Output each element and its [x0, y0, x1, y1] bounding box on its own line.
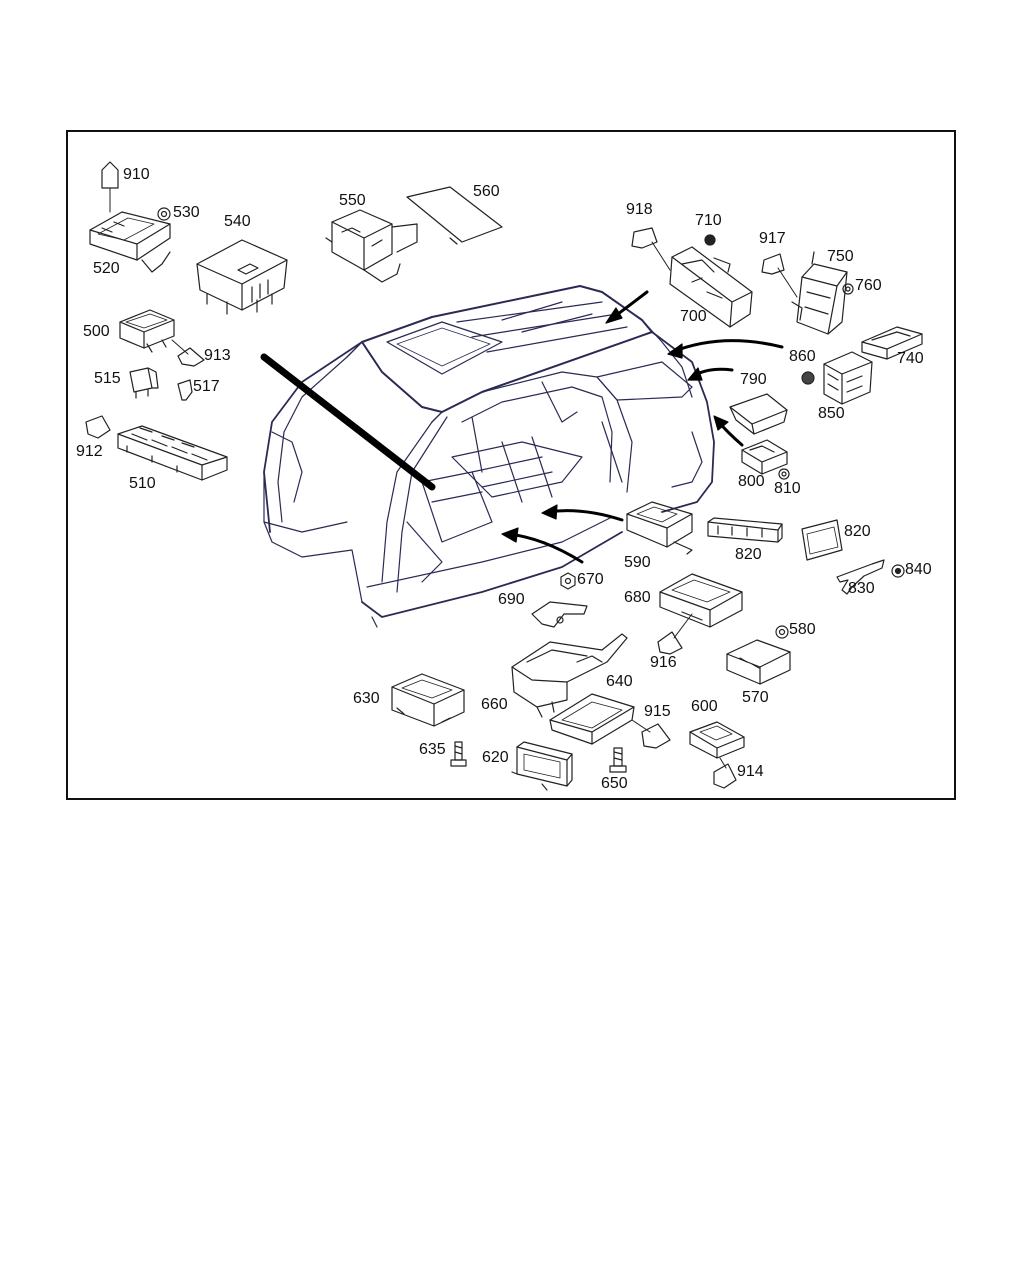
callout-790: 790 [740, 371, 767, 388]
callout-690: 690 [498, 591, 525, 608]
part-630-module [391, 673, 465, 727]
part-620-module [511, 741, 573, 791]
part-840-grommet [891, 564, 905, 578]
part-700-control-unit [669, 246, 753, 328]
part-500-module [119, 309, 175, 353]
leader-arrows [260, 290, 784, 564]
part-850-module [823, 351, 873, 405]
part-590-control-unit [626, 501, 693, 555]
part-860-grommet [801, 371, 815, 385]
part-918-tag [631, 227, 671, 271]
part-790-cover [729, 393, 788, 435]
callout-914: 914 [737, 763, 764, 780]
part-650-bolt [609, 747, 627, 773]
callout-680: 680 [624, 589, 651, 606]
part-917-tag [761, 253, 798, 298]
part-915-tag [631, 719, 671, 749]
part-750-module [791, 251, 848, 335]
part-916-tag [657, 613, 693, 655]
vehicle-body-shell [263, 285, 715, 628]
part-670-nut [560, 572, 576, 590]
part-510-fuse-box [117, 425, 228, 481]
part-560-cover-plate [406, 186, 503, 245]
callout-913: 913 [204, 347, 231, 364]
callout-910: 910 [123, 166, 150, 183]
callout-710: 710 [695, 212, 722, 229]
part-600-module [689, 721, 745, 759]
callout-500: 500 [83, 323, 110, 340]
part-660-carrier-bracket [511, 633, 628, 718]
part-550-bracket [325, 209, 418, 283]
callout-670: 670 [577, 571, 604, 588]
callout-515: 515 [94, 370, 121, 387]
callout-918: 918 [626, 201, 653, 218]
part-680-control-unit [659, 573, 743, 628]
callout-916: 916 [650, 654, 677, 671]
callout-590: 590 [624, 554, 651, 571]
callout-830: 830 [848, 580, 875, 597]
callout-640: 640 [606, 673, 633, 690]
callout-550: 550 [339, 192, 366, 209]
callout-530: 530 [173, 204, 200, 221]
callout-760: 760 [855, 277, 882, 294]
callout-520: 520 [93, 260, 120, 277]
part-540-cover [196, 239, 288, 315]
part-912-tag [85, 415, 111, 439]
callout-570: 570 [742, 689, 769, 706]
callout-810: 810 [774, 480, 801, 497]
part-635-bolt [450, 741, 467, 767]
callout-650: 650 [601, 775, 628, 792]
part-740-unit [861, 326, 923, 360]
callout-917: 917 [759, 230, 786, 247]
part-820-sensor-strip [707, 517, 783, 543]
part-913-tag [171, 339, 205, 367]
callout-540: 540 [224, 213, 251, 230]
callout-820-right: 820 [844, 523, 871, 540]
callout-600: 600 [691, 698, 718, 715]
callout-850: 850 [818, 405, 845, 422]
callout-700: 700 [680, 308, 707, 325]
callout-635: 635 [419, 741, 446, 758]
part-810-nut [778, 468, 790, 480]
callout-750: 750 [827, 248, 854, 265]
part-690-bracket [531, 601, 588, 628]
part-530-nut [157, 207, 171, 221]
part-710-nut [704, 234, 716, 246]
diagram-frame [66, 130, 956, 800]
part-800-relay-unit [741, 439, 788, 475]
callout-510: 510 [129, 475, 156, 492]
callout-915: 915 [644, 703, 671, 720]
callout-860: 860 [789, 348, 816, 365]
callout-912: 912 [76, 443, 103, 460]
callout-740: 740 [897, 350, 924, 367]
callout-560: 560 [473, 183, 500, 200]
parts-diagram [85, 161, 923, 791]
callout-580: 580 [789, 621, 816, 638]
part-580-nut [775, 625, 789, 639]
callout-800: 800 [738, 473, 765, 490]
part-515-relay [129, 367, 159, 399]
part-820-flat-module [801, 519, 843, 561]
part-520-module [89, 211, 171, 273]
part-910-connector [101, 161, 119, 213]
callout-820-middle: 820 [735, 546, 762, 563]
part-760-nut [842, 283, 854, 295]
callout-620: 620 [482, 749, 509, 766]
callout-630: 630 [353, 690, 380, 707]
callout-517: 517 [193, 378, 220, 395]
part-517-fuse [177, 379, 193, 401]
callout-660: 660 [481, 696, 508, 713]
part-830-bracket [836, 559, 885, 595]
part-914-tag [713, 757, 737, 789]
callout-840: 840 [905, 561, 932, 578]
part-570-module [726, 639, 791, 685]
